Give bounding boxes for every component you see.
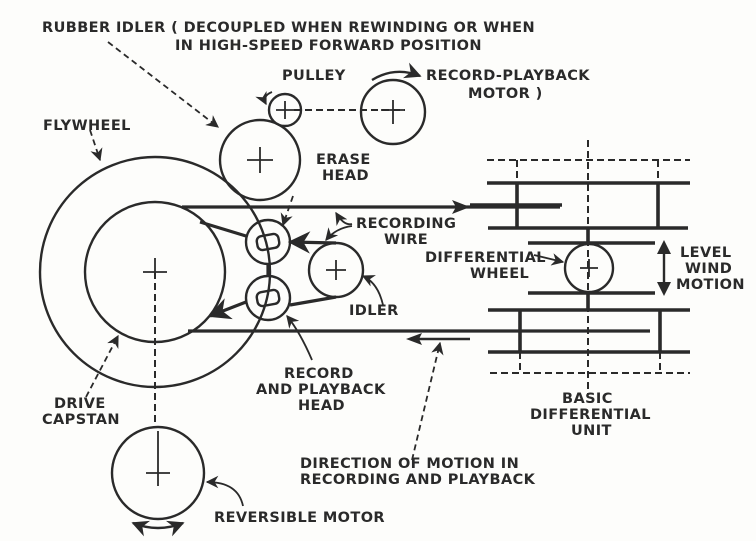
label-record-head: RECORD <box>284 366 354 382</box>
label-basic-differential-unit-line3: UNIT <box>571 423 612 439</box>
label-record-head-line3: HEAD <box>298 398 345 414</box>
motor-rotation-arrow <box>371 62 422 82</box>
label-level-wind-line3: MOTION <box>676 277 745 293</box>
label-level-wind: LEVEL <box>680 245 732 261</box>
label-basic-differential-unit-line2: DIFFERENTIAL <box>530 407 651 423</box>
label-differential-wheel: DIFFERENTIAL <box>425 250 546 266</box>
leader-flywheel <box>89 129 103 162</box>
label-erase-head-line2: HEAD <box>322 168 369 184</box>
label-direction-of-motion-line2: RECORDING AND PLAYBACK <box>300 472 536 488</box>
reversible-motor <box>110 425 206 521</box>
record-playback-head <box>244 274 292 322</box>
leader-rubber-idler <box>107 41 219 128</box>
leader-wire-top <box>335 211 353 226</box>
label-rubber-idler: RUBBER IDLER ( DECOUPLED WHEN REWINDING … <box>42 20 536 36</box>
label-record-head-line2: AND PLAYBACK <box>256 382 386 398</box>
label-record-playback-motor-line2: MOTOR ) <box>468 86 543 102</box>
leader-pulley <box>255 91 273 106</box>
label-differential-wheel-line2: WHEEL <box>470 266 530 282</box>
wire-direction-arrow <box>452 200 470 214</box>
leader-lines <box>85 41 565 507</box>
label-drive-capstan: DRIVE <box>54 396 106 412</box>
label-erase-head: ERASE <box>316 152 371 168</box>
leader-differential-wheel <box>533 253 565 266</box>
leader-idler <box>361 275 384 306</box>
differential-wheel <box>563 242 615 294</box>
label-drive-capstan-line2: CAPSTAN <box>42 412 120 428</box>
label-recording-wire-line2: WIRE <box>384 232 429 248</box>
idler <box>307 241 365 299</box>
label-level-wind-line2: WIND <box>685 261 733 277</box>
label-flywheel: FLYWHEEL <box>43 118 131 134</box>
label-record-playback-motor: RECORD-PLAYBACK <box>426 68 590 84</box>
leader-direction <box>411 341 444 461</box>
record-playback-motor <box>359 78 427 146</box>
leader-wire-mid <box>325 225 353 241</box>
leader-record-head <box>286 315 313 361</box>
label-recording-wire: RECORDING <box>356 216 457 232</box>
direction-arrow <box>406 333 470 345</box>
label-idler: IDLER <box>349 303 399 319</box>
recording-wire <box>182 200 650 333</box>
level-wind-arrow <box>657 240 671 296</box>
label-pulley: PULLEY <box>282 68 346 84</box>
label-basic-differential-unit: BASIC <box>562 391 613 407</box>
rubber-idler <box>218 118 302 202</box>
label-rubber-idler-line2: IN HIGH-SPEED FORWARD POSITION <box>175 38 482 54</box>
leader-erase-head <box>280 195 294 227</box>
erase-head <box>244 218 292 266</box>
leader-reversible-motor <box>205 475 244 507</box>
leader-drive-capstan <box>85 334 119 398</box>
reversible-rotation-arrow <box>131 520 185 537</box>
label-reversible-motor: REVERSIBLE MOTOR <box>214 510 385 526</box>
label-direction-of-motion: DIRECTION OF MOTION IN <box>300 456 520 472</box>
